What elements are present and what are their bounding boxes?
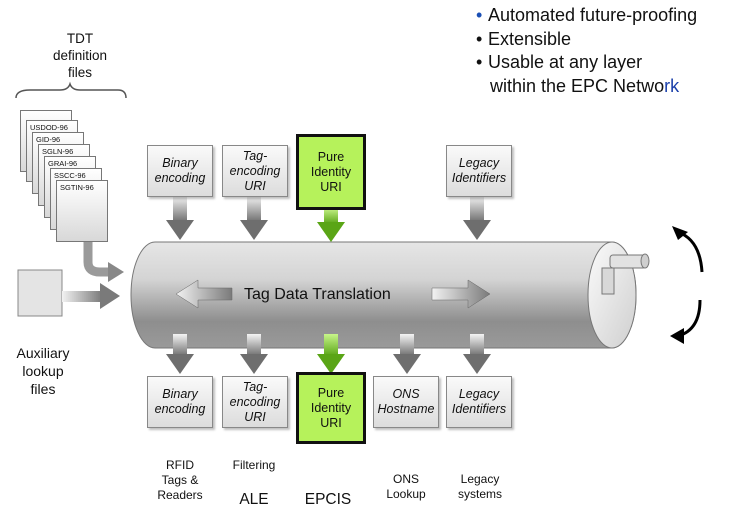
- tdt-title-line: TDT: [66, 31, 94, 46]
- tube-right-arrow: [431, 279, 491, 309]
- label-ale: ALE: [239, 491, 269, 508]
- top-down-arrows: [166, 196, 491, 242]
- auxiliary-label-line: files: [30, 381, 56, 397]
- box-line: URI: [244, 409, 266, 424]
- box-line: Binary: [162, 156, 198, 170]
- tdt-title-line: files: [67, 65, 92, 80]
- bottom-label-line: ONS: [392, 472, 419, 486]
- bottom-label-line: Legacy: [460, 472, 500, 486]
- label-filtering: Filtering: [222, 458, 286, 473]
- auxiliary-label-line: Auxiliary: [16, 345, 70, 361]
- tdt-title-line: definition: [52, 48, 108, 63]
- box-line: encoding: [154, 171, 206, 185]
- definition-file-label: USDOD-96: [30, 123, 68, 132]
- files-to-tube-arrow: [83, 240, 110, 277]
- bottom-label-line: Lookup: [386, 487, 426, 501]
- feature-bullets: •Automated future-proofing •Extensible •…: [476, 4, 748, 98]
- box-line: Hostname: [377, 402, 435, 416]
- aux-arrow-shaft: [62, 291, 102, 302]
- box-line: ONS: [392, 387, 420, 401]
- box-line: Identifiers: [451, 402, 507, 416]
- box-line: Tag-: [242, 379, 268, 394]
- box-line: URI: [320, 179, 342, 194]
- bullet-continuation-main: within the EPC Netwo: [490, 75, 665, 96]
- box-line: Identity: [310, 164, 352, 179]
- tube-label: Tag Data Translation: [244, 286, 391, 303]
- box-line: encoding: [229, 394, 281, 409]
- box-line: URI: [320, 415, 342, 430]
- bullet-dot: •: [476, 5, 483, 25]
- tube-left-arrow: [175, 279, 233, 309]
- box-line: encoding: [154, 402, 206, 416]
- files-brace: [15, 81, 127, 99]
- bullet-item: •Usable at any layer: [476, 51, 748, 75]
- bottom-down-arrows: [166, 334, 491, 374]
- tdt-title: TDT definition files: [20, 30, 140, 81]
- auxiliary-file-box: [17, 269, 63, 317]
- label-ons-lookup: ONS Lookup: [375, 472, 437, 502]
- box-line: Legacy: [458, 156, 500, 170]
- definition-file-label: GID-96: [36, 135, 61, 144]
- bullet-continuation-tail: rk: [664, 75, 680, 96]
- tube-crank-arm: [601, 267, 615, 295]
- definition-file-label: SSCC-96: [54, 171, 86, 180]
- box-line: Pure: [317, 385, 345, 400]
- box-line: Pure: [317, 149, 345, 164]
- box-line: Legacy: [458, 387, 500, 401]
- box-line: Binary: [162, 387, 198, 401]
- bullet-item: •Automated future-proofing: [476, 4, 748, 28]
- bottom-label-line: Filtering: [232, 458, 276, 472]
- bullet-dot: •: [476, 52, 483, 72]
- bullet-dot: •: [476, 28, 483, 49]
- rotation-arrow-top: [677, 230, 704, 273]
- box-line: Identity: [310, 400, 352, 415]
- bullet-text: Automated future-proofing: [488, 5, 698, 25]
- auxiliary-label: Auxiliary lookup files: [4, 344, 82, 398]
- definition-file-label: GRAI-96: [48, 159, 78, 168]
- definition-file-label: SGLN-96: [42, 147, 74, 156]
- label-rfid-tags-readers: RFID Tags & Readers: [150, 458, 210, 503]
- bullet-text: Usable at any layer: [488, 52, 643, 72]
- label-legacy-systems: Legacy systems: [448, 472, 512, 502]
- bullet-text: Extensible: [488, 28, 572, 49]
- auxiliary-label-line: lookup: [22, 363, 64, 379]
- box-line: URI: [244, 178, 266, 193]
- definition-file: SGTIN-96: [56, 180, 108, 242]
- bullet-continuation: within the EPC Network: [476, 75, 748, 99]
- label-epcis: EPCIS: [304, 491, 352, 508]
- box-line: Tag-: [242, 148, 268, 163]
- files-arrowhead: [108, 262, 124, 282]
- aux-arrowhead: [100, 283, 120, 309]
- bullet-item: •Extensible: [476, 28, 748, 52]
- box-line: Identifiers: [451, 171, 507, 185]
- box-line: encoding: [229, 163, 281, 178]
- bottom-label-line: Tags &: [161, 473, 199, 487]
- definition-file-label: SGTIN-96: [60, 183, 94, 192]
- bottom-label-line: RFID: [166, 458, 194, 472]
- bottom-label-line: systems: [457, 487, 502, 501]
- bottom-label-line: Readers: [157, 488, 203, 502]
